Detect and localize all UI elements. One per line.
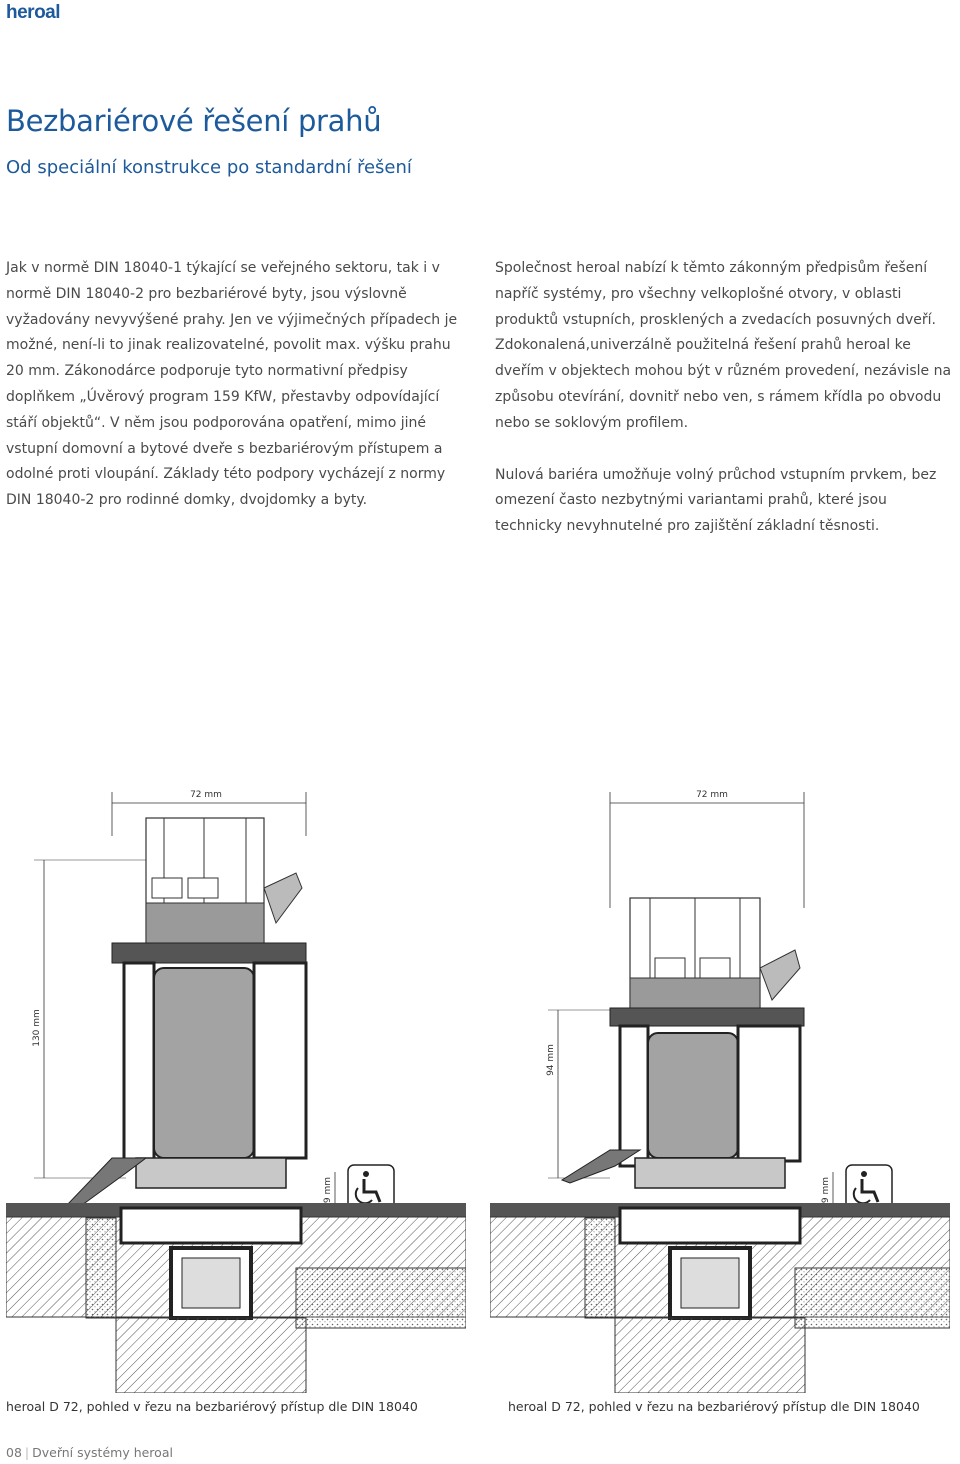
width-dimension-label: 72 mm (190, 790, 222, 800)
page-title: Bezbariérové řešení prahů (6, 104, 382, 138)
threshold-dimension-label: 9 mm (821, 1177, 831, 1203)
footer-section: Dveřní systémy heroal (32, 1445, 173, 1460)
text-column-left: Jak v normě DIN 18040-1 týkající se veře… (6, 256, 468, 514)
section-drawing-1: 72 mm 130 mm 9 mm (6, 790, 466, 1393)
solutions-paragraph: Společnost heroal nabízí k těmto zákonný… (495, 260, 952, 431)
section-drawing-2: 72 mm 94 mm 9 mm (490, 790, 950, 1393)
wheelchair-icon (347, 1164, 395, 1212)
drawing-caption-2: heroal D 72, pohled v řezu na bezbariéro… (508, 1399, 920, 1414)
intro-paragraph: Jak v normě DIN 18040-1 týkající se veře… (6, 260, 458, 509)
wheelchair-icon (845, 1164, 893, 1212)
footer-separator: | (24, 1445, 30, 1460)
height-dimension-label: 130 mm (32, 1009, 42, 1047)
page-number: 08 (6, 1445, 22, 1460)
threshold-dimension-label: 9 mm (323, 1177, 333, 1203)
height-dimension-label: 94 mm (546, 1044, 556, 1076)
page-subtitle: Od speciální konstrukce po standardní ře… (6, 157, 412, 178)
page-footer: 08|Dveřní systémy heroal (6, 1445, 173, 1460)
width-dimension-label: 72 mm (696, 790, 728, 800)
text-column-right: Společnost heroal nabízí k těmto zákonný… (495, 256, 957, 540)
heroal-logo: heroal (6, 2, 61, 23)
drawing-caption-1: heroal D 72, pohled v řezu na bezbariéro… (6, 1399, 418, 1414)
zero-barrier-paragraph: Nulová bariéra umožňuje volný průchod vs… (495, 466, 937, 535)
